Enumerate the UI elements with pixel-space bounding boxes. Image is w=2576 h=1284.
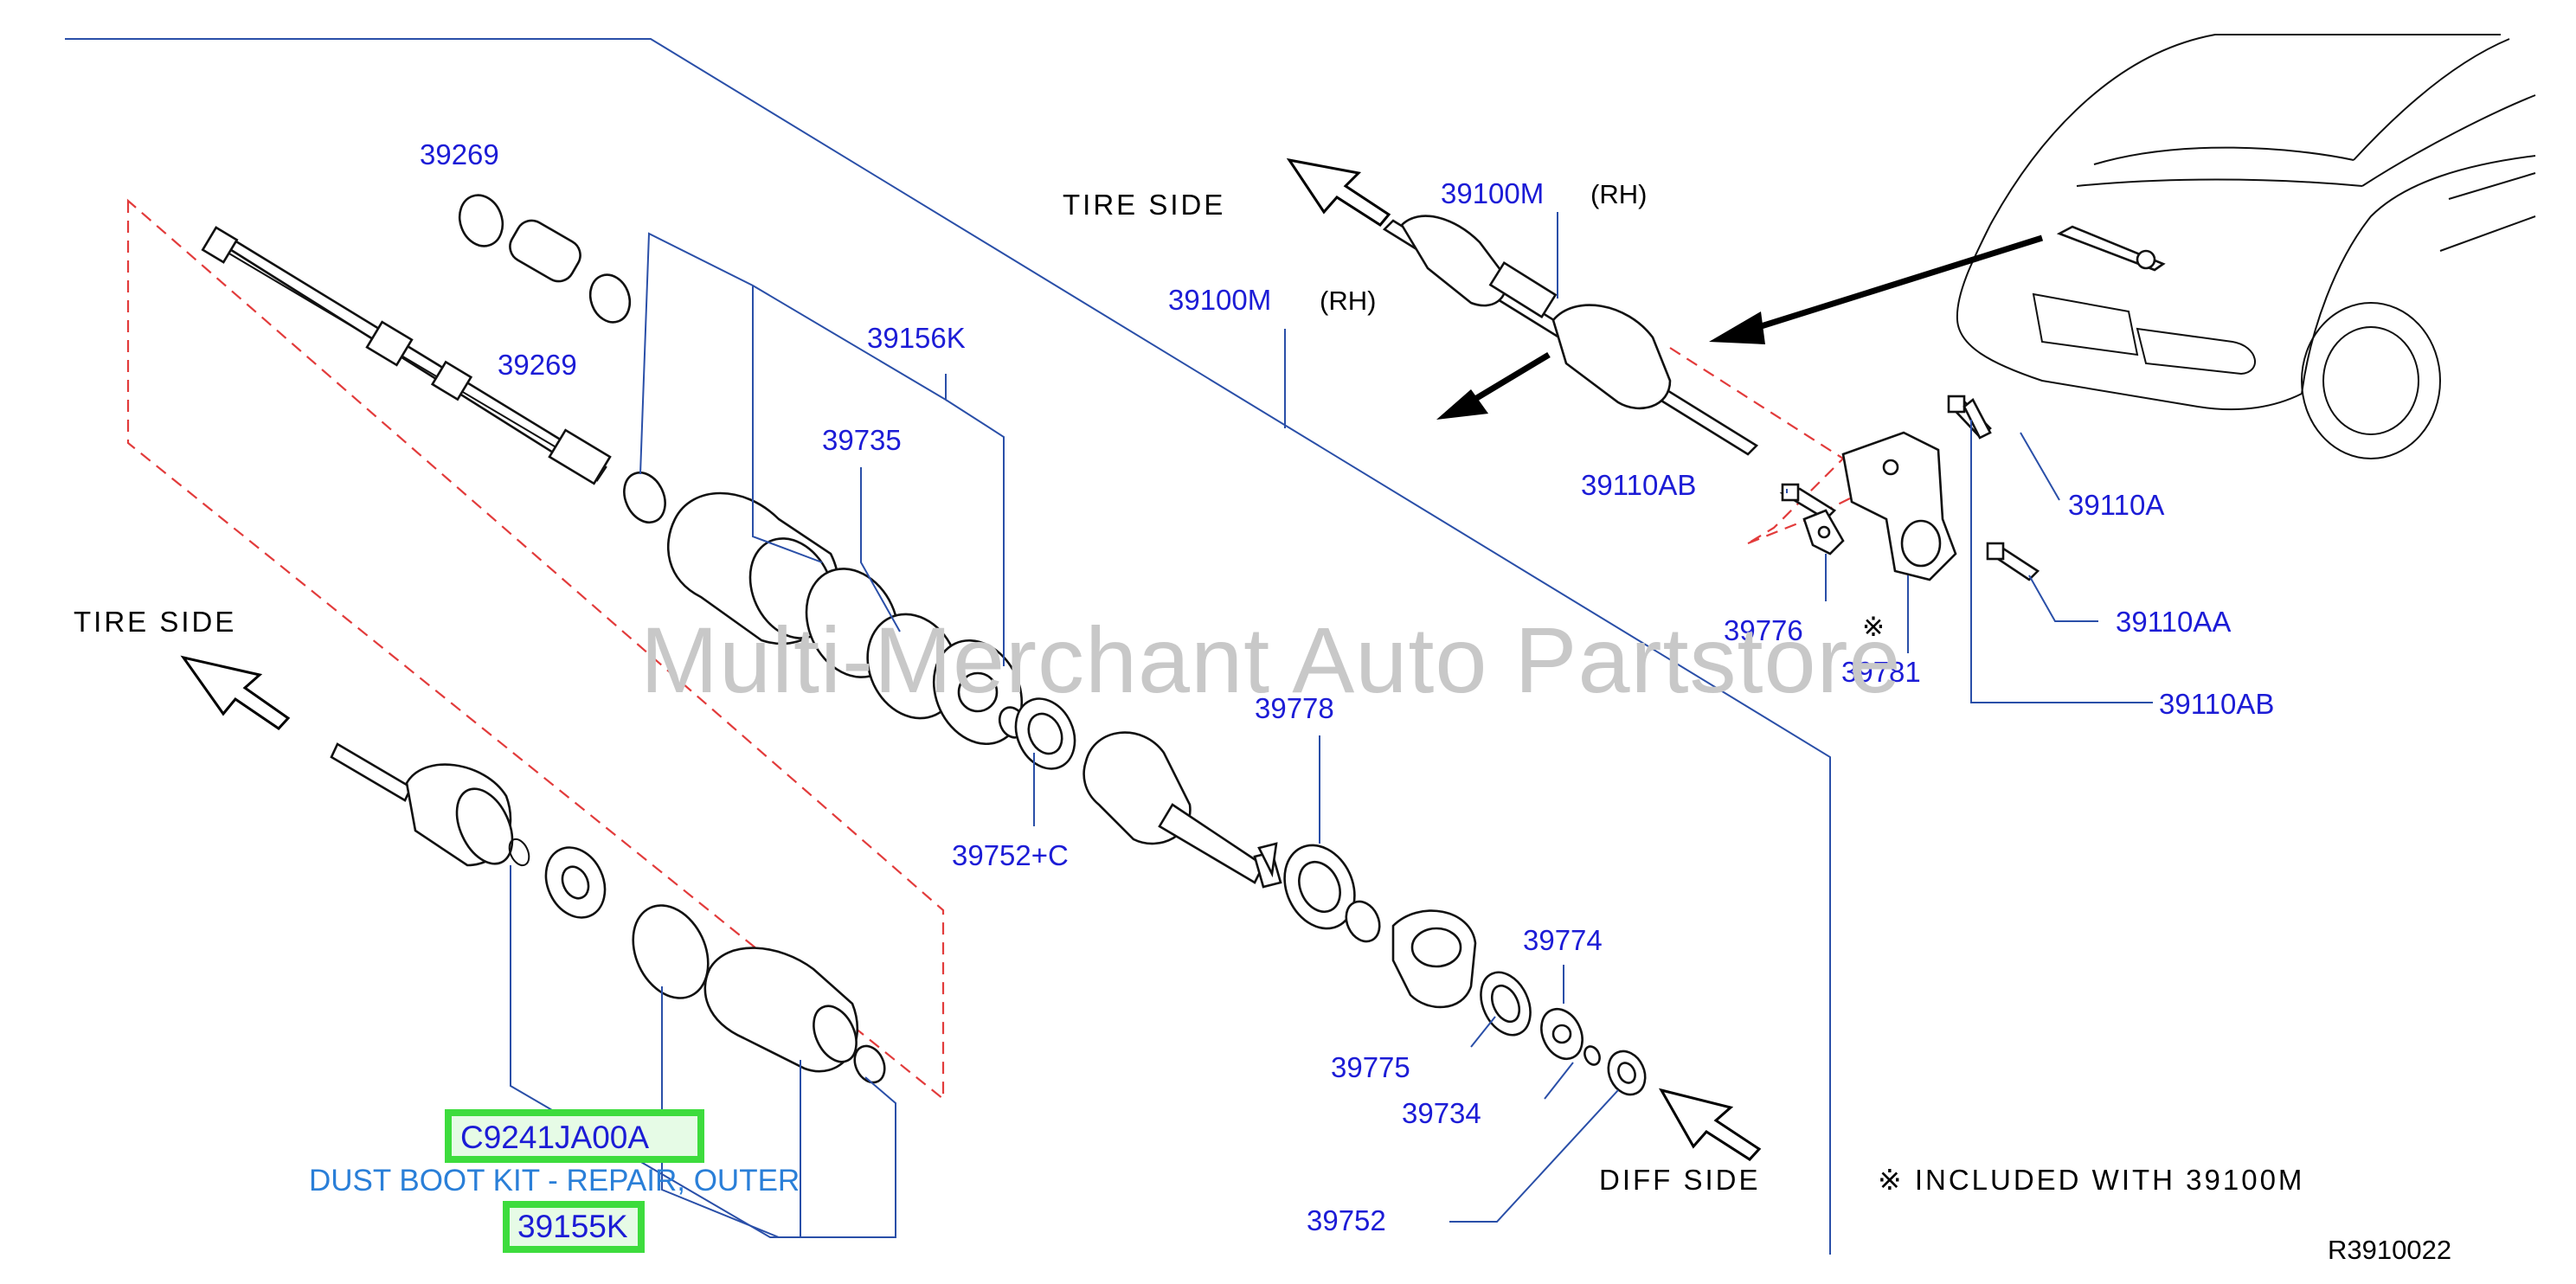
seal-39734[interactable] bbox=[1471, 965, 1539, 1043]
outer-boot-assembly[interactable] bbox=[616, 466, 1037, 759]
outer-boot-39155K[interactable] bbox=[703, 947, 890, 1088]
watermark-text: Multi-Merchant Auto Partstore bbox=[640, 607, 1902, 712]
bolt-39110AB-right[interactable] bbox=[1963, 398, 1992, 440]
leader-kit-bracket bbox=[510, 865, 896, 1238]
diff-side-arrow bbox=[1658, 1088, 1762, 1161]
label-39110AB-right[interactable]: 39110AB bbox=[2159, 688, 2274, 720]
frame-line bbox=[65, 38, 1831, 1255]
label-39752C[interactable]: 39752+C bbox=[952, 839, 1069, 871]
label-39775[interactable]: 39775 bbox=[1331, 1051, 1410, 1083]
kit-code-highlight[interactable] bbox=[445, 1109, 704, 1163]
vehicle-outline bbox=[1956, 34, 2536, 459]
label-diff-side: DIFF SIDE bbox=[1599, 1164, 1761, 1196]
cv-joint-center[interactable] bbox=[1082, 731, 1282, 889]
label-39774[interactable]: 39774 bbox=[1523, 924, 1603, 956]
leader-39735 bbox=[860, 467, 901, 632]
boot-band[interactable] bbox=[619, 893, 723, 1010]
leader-39110AB-right bbox=[1970, 420, 2153, 703]
bearing-39774[interactable] bbox=[1533, 1003, 1590, 1066]
driveshaft-assembly-rh[interactable] bbox=[1382, 215, 1759, 456]
tire-side-arrow-left bbox=[180, 655, 291, 730]
leader-39156K-c bbox=[752, 286, 823, 563]
label-39735[interactable]: 39735 bbox=[822, 424, 902, 456]
leader-39156K-b bbox=[945, 399, 1005, 666]
exploded-box-right bbox=[1669, 347, 1845, 544]
housing-39775[interactable] bbox=[1391, 909, 1477, 1009]
kit-code-text[interactable]: C9241JA00A bbox=[460, 1120, 649, 1155]
callout-arrow-main bbox=[1709, 234, 2044, 344]
exploded-box-left bbox=[126, 198, 945, 1101]
ring-small[interactable] bbox=[1340, 896, 1386, 947]
label-39100M-left-side: (RH) bbox=[1320, 286, 1376, 316]
label-39752[interactable]: 39752 bbox=[1307, 1204, 1386, 1236]
bushing-39269[interactable] bbox=[453, 189, 636, 328]
label-39269-bottom[interactable]: 39269 bbox=[498, 349, 577, 381]
label-39100M-top-side: (RH) bbox=[1590, 179, 1647, 209]
washer-small[interactable] bbox=[1582, 1044, 1603, 1068]
inner-race[interactable] bbox=[535, 838, 616, 927]
boot-part-text[interactable]: 39155K bbox=[517, 1209, 628, 1244]
label-39100M-left[interactable]: 39100M bbox=[1168, 284, 1271, 316]
callout-arrow-secondary bbox=[1436, 351, 1551, 420]
label-39110AB-left[interactable]: 39110AB bbox=[1581, 469, 1696, 501]
label-39110AA[interactable]: 39110AA bbox=[2116, 606, 2231, 638]
leader-39752 bbox=[1449, 1089, 1619, 1223]
label-39100M-top[interactable]: 39100M bbox=[1441, 177, 1544, 209]
leader-39734 bbox=[1544, 1062, 1574, 1100]
label-39156K[interactable]: 39156K bbox=[867, 322, 966, 354]
kit-description-text: DUST BOOT KIT - REPAIR, OUTER bbox=[309, 1164, 800, 1197]
leader-39110AA bbox=[2028, 575, 2098, 622]
bolt-39110AA[interactable] bbox=[1986, 542, 2040, 581]
label-39781[interactable]: 39781 bbox=[1841, 656, 1921, 688]
leader-39775 bbox=[1470, 1016, 1496, 1048]
label-tire-side-top: TIRE SIDE bbox=[1063, 189, 1225, 221]
bracket-39781[interactable] bbox=[1841, 431, 1957, 581]
plate-39776[interactable] bbox=[1802, 509, 1845, 555]
leader-39110A bbox=[2020, 432, 2060, 501]
diagram-reference: R3910022 bbox=[2328, 1235, 2451, 1265]
label-39269-top[interactable]: 39269 bbox=[420, 138, 499, 170]
asterisk-mark: ※ bbox=[1862, 612, 1885, 642]
leader-kit-bracket-b bbox=[661, 986, 780, 1238]
tire-side-arrow-top bbox=[1286, 157, 1391, 227]
boot-part-highlight[interactable] bbox=[503, 1201, 645, 1253]
label-39776[interactable]: 39776 bbox=[1724, 614, 1803, 646]
included-note: ※ INCLUDED WITH 39100M bbox=[1878, 1164, 2304, 1196]
snap-ring[interactable] bbox=[505, 836, 533, 868]
ring-39778[interactable] bbox=[1271, 834, 1367, 941]
inner-shaft[interactable] bbox=[201, 226, 612, 485]
label-39110A[interactable]: 39110A bbox=[2068, 489, 2164, 521]
bearing-39752C[interactable] bbox=[1005, 689, 1086, 778]
nut-39752[interactable] bbox=[1602, 1045, 1652, 1101]
label-39778[interactable]: 39778 bbox=[1255, 692, 1334, 724]
label-39734[interactable]: 39734 bbox=[1402, 1097, 1481, 1129]
label-tire-side-left: TIRE SIDE bbox=[74, 606, 236, 638]
outer-cv-joint[interactable] bbox=[330, 742, 524, 873]
